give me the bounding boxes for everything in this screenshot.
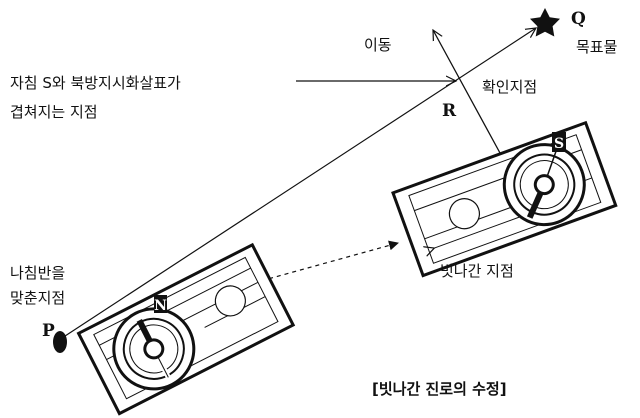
p-letter: P	[42, 321, 55, 341]
deviated-point-label: 빗나간 지점	[440, 262, 514, 280]
dot-marker-icon	[53, 331, 67, 353]
compass-at-deviation	[391, 120, 618, 278]
move-label: 이동	[364, 36, 392, 54]
overlap-label-line1: 자침 S와 북방지시화살표가	[10, 74, 181, 92]
set-point-label-line1: 나침반을	[10, 264, 65, 282]
needle-s-label: S	[554, 136, 564, 152]
needle-s-badge	[552, 132, 566, 152]
needle-n-badge	[154, 295, 167, 313]
compass-lens	[448, 198, 481, 230]
compass-direction-line-2	[434, 216, 520, 248]
target-name: 목표물	[576, 38, 617, 56]
star-icon	[530, 8, 560, 37]
compass-housing-inner	[513, 153, 576, 216]
compass-base-plate-inner	[93, 256, 279, 400]
compass-base-plate-inner	[408, 134, 602, 264]
overlap-label-line2: 겹쳐지는 지점	[10, 103, 98, 121]
confirm-point-label: 확인지점	[482, 78, 537, 96]
needle-n-label: N	[154, 298, 167, 314]
set-point-label-line2: 맞춘지점	[10, 289, 65, 307]
compass-lens	[214, 285, 246, 317]
correction-arrow	[433, 30, 501, 154]
compass-pivot	[533, 174, 555, 196]
diagram-caption: [빗나간 진로의 수정]	[372, 380, 507, 398]
compass-at-start	[76, 242, 296, 416]
target-letter: Q	[571, 9, 586, 29]
compass-housing-ring	[519, 160, 569, 210]
compass-pivot	[143, 338, 165, 360]
r-letter: R	[442, 101, 457, 121]
